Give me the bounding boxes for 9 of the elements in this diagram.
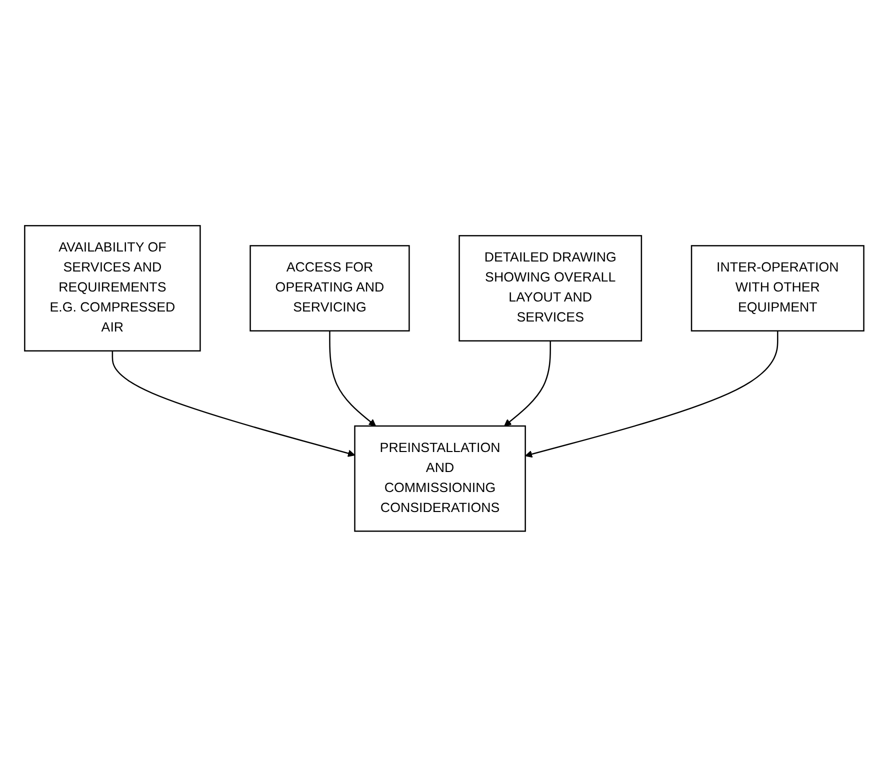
arrow <box>504 340 551 426</box>
arrow <box>112 350 355 457</box>
arrow <box>328 330 376 426</box>
node-box: DETAILED DRAWING SHOWING OVERALL LAYOUT AND SERVICES <box>458 235 642 342</box>
node-box: ACCESS FOR OPERATING AND SERVICING <box>249 245 410 332</box>
node-box: INTER-OPERATION WITH OTHER EQUIPMENT <box>690 245 864 332</box>
node-box: AVAILABILITY OF SERVICES AND REQUIREMENTS E.G. COMPRESSED AIR <box>24 225 201 352</box>
arrow <box>524 330 778 458</box>
node-box: PREINSTALLATION AND COMMISSIONING CONSIDERATIONS <box>354 425 526 532</box>
